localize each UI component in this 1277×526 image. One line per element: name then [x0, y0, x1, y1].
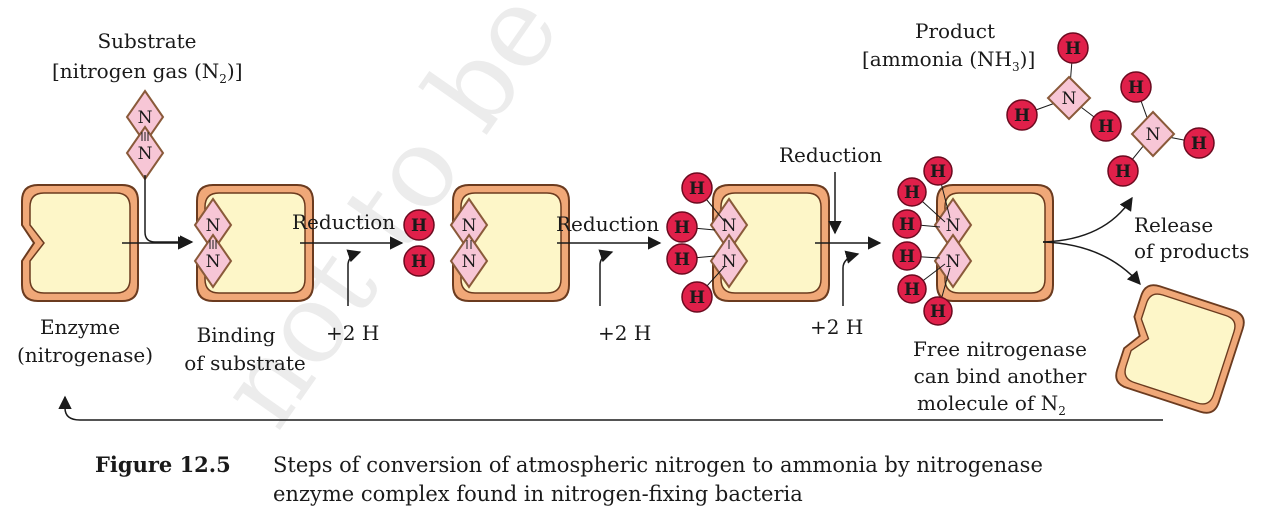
svg-text:N: N — [722, 216, 737, 236]
release-arrow-up — [1042, 196, 1133, 243]
svg-text:H: H — [1065, 39, 1081, 59]
svg-text:N: N — [462, 216, 477, 236]
reduction-label-1: Reduction — [292, 210, 395, 234]
free-nitrogenase-label-2: can bind another — [914, 364, 1087, 388]
svg-text:H: H — [674, 250, 690, 270]
svg-text:H: H — [1128, 78, 1144, 98]
plus-2h-label-3: +2 H — [810, 315, 863, 339]
recycle-arrow — [58, 395, 1163, 421]
figure-caption: Figure 12.5 Steps of conversion of atmosp… — [95, 450, 1195, 509]
svg-text:N: N — [206, 216, 221, 236]
svg-text:H: H — [689, 179, 705, 199]
hydrogen-atoms-step-2: H H — [403, 209, 435, 277]
enzyme-free-released — [1111, 280, 1249, 418]
enzyme-hydrazine: N N — [710, 184, 830, 302]
plus-2h-label-2: +2 H — [598, 321, 651, 345]
plus-2h-label-1: +2 H — [326, 321, 379, 345]
ammonia-molecule-2: N H H H — [1107, 71, 1215, 187]
svg-text:H: H — [899, 247, 915, 267]
svg-text:H: H — [930, 302, 946, 322]
caption-text-line-1: Steps of conversion of atmospheric nitro… — [273, 453, 1043, 477]
svg-text:N: N — [462, 252, 477, 272]
ammonia-molecule-1: N H H H — [1006, 32, 1122, 142]
svg-text:H: H — [689, 288, 705, 308]
figure-number: Figure 12.5 — [95, 452, 231, 477]
plus-2h-arrow-1 — [346, 249, 362, 306]
svg-text:N: N — [138, 108, 153, 128]
release-arrow-down — [1042, 241, 1141, 286]
svg-text:H: H — [899, 215, 915, 235]
svg-text:N: N — [1146, 125, 1161, 145]
release-label: Release — [1134, 213, 1213, 237]
caption-text-line-2: enzyme complex found in nitrogen-fixing … — [273, 482, 803, 506]
product-label: Product — [915, 19, 995, 43]
svg-text:H: H — [1014, 106, 1030, 126]
release-sub-label: of products — [1134, 239, 1249, 263]
svg-text:H: H — [904, 183, 920, 203]
svg-text:H: H — [1191, 134, 1207, 154]
enzyme-ammonia-bound: N N — [934, 184, 1054, 302]
substrate-arrow — [144, 175, 194, 249]
svg-text:H: H — [1098, 117, 1114, 137]
binding-sub-label: of substrate — [184, 351, 305, 375]
hydrogen-atoms-step-3-circles: H H H H — [666, 172, 713, 313]
reduction-label-2: Reduction — [556, 212, 659, 236]
svg-text:N: N — [206, 252, 221, 272]
enzyme-diazene: N N — [450, 184, 570, 302]
svg-text:N: N — [722, 252, 737, 272]
enzyme-name-label: (nitrogenase) — [17, 343, 153, 367]
svg-text:H: H — [930, 162, 946, 182]
substrate-formula-label: [nitrogen gas (N2)] — [52, 59, 243, 86]
svg-text:N: N — [138, 144, 153, 164]
substrate-label: Substrate — [97, 29, 196, 53]
enzyme-free — [21, 184, 139, 302]
enzyme-bound-substrate: N N — [194, 184, 314, 302]
enzyme-label: Enzyme — [40, 315, 120, 339]
binding-label: Binding — [197, 323, 276, 347]
svg-text:H: H — [904, 280, 920, 300]
svg-text:N: N — [946, 216, 961, 236]
svg-text:H: H — [674, 218, 690, 238]
svg-text:H: H — [411, 216, 427, 236]
svg-text:N: N — [946, 252, 961, 272]
free-nitrogenase-label-3: molecule of N2 — [917, 391, 1066, 418]
product-formula-label: [ammonia (NH3)] — [862, 47, 1035, 74]
nitrogen-molecule: N N — [126, 90, 164, 180]
svg-text:N: N — [1062, 89, 1077, 109]
free-nitrogenase-label: Free nitrogenase — [913, 337, 1087, 361]
plus-2h-arrow-2 — [598, 249, 614, 306]
reduction-label-3: Reduction — [779, 143, 882, 167]
hydrogen-atoms-step-4: H H H H H H — [892, 156, 953, 326]
svg-text:H: H — [411, 252, 427, 272]
svg-text:H: H — [1115, 162, 1131, 182]
plus-2h-arrow-3 — [842, 250, 860, 306]
